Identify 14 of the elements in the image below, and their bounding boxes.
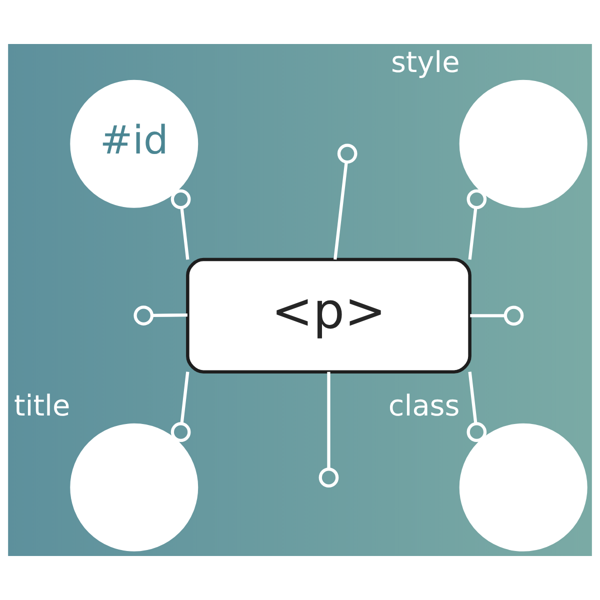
node-circle: #id (70, 80, 198, 208)
node-label: class (388, 388, 460, 423)
connector (470, 314, 506, 318)
node-label: style (390, 45, 460, 80)
connector (170, 372, 191, 442)
node-label: title (14, 388, 70, 423)
connector (327, 372, 330, 469)
connector (170, 189, 191, 260)
connector (466, 372, 487, 442)
connector (334, 162, 348, 260)
connector (466, 189, 487, 260)
node-box: <p> (186, 258, 472, 374)
connector (152, 314, 188, 317)
node-picture (459, 80, 588, 208)
